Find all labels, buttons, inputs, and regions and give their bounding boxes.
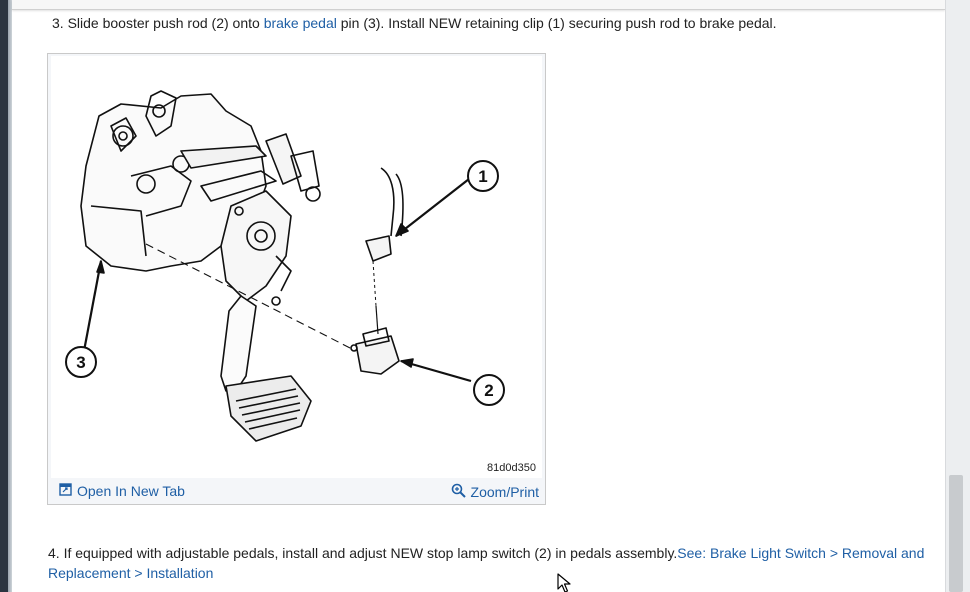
callout-3: 3 (76, 353, 85, 372)
step-3-before: 3. Slide booster push rod (2) onto (52, 15, 264, 31)
figure-toolbar: Open In New Tab Zoom/Print (48, 480, 545, 504)
scrollbar-thumb[interactable] (949, 475, 963, 592)
figure-container: 1 2 3 81d0d350 Open In New Tab Zoom/Prin… (47, 53, 546, 505)
zoom-print-label: Zoom/Print (470, 484, 539, 500)
window-frame-left (0, 0, 12, 592)
diagram-illustration: 1 2 3 (65, 90, 505, 442)
step-3-text: 3. Slide booster push rod (2) onto brake… (52, 13, 777, 33)
mouse-pointer-icon (557, 573, 571, 592)
brake-pedal-diagram[interactable]: 1 2 3 81d0d350 (51, 56, 542, 478)
content-page: 3. Slide booster push rod (2) onto brake… (12, 0, 945, 592)
brake-pedal-link[interactable]: brake pedal (263, 15, 337, 31)
zoom-print-link[interactable]: Zoom/Print (451, 483, 539, 501)
brake-light-switch-link[interactable]: See: Brake Light Switch > Removal and Re… (48, 545, 925, 581)
callout-2: 2 (484, 381, 493, 400)
figure-code: 81d0d350 (487, 462, 536, 474)
open-in-new-tab-link[interactable]: Open In New Tab (59, 483, 185, 499)
top-panel-edge (12, 0, 945, 10)
zoom-icon (451, 483, 466, 501)
open-in-new-tab-label: Open In New Tab (77, 483, 185, 499)
step-4-text: 4. If equipped with adjustable pedals, i… (48, 543, 928, 583)
vertical-scrollbar[interactable] (945, 0, 970, 592)
callout-1: 1 (478, 167, 487, 186)
step-4-body: 4. If equipped with adjustable pedals, i… (48, 545, 678, 561)
open-new-tab-icon (59, 483, 72, 499)
step-3-after: pin (3). Install NEW retaining clip (1) … (336, 15, 777, 31)
